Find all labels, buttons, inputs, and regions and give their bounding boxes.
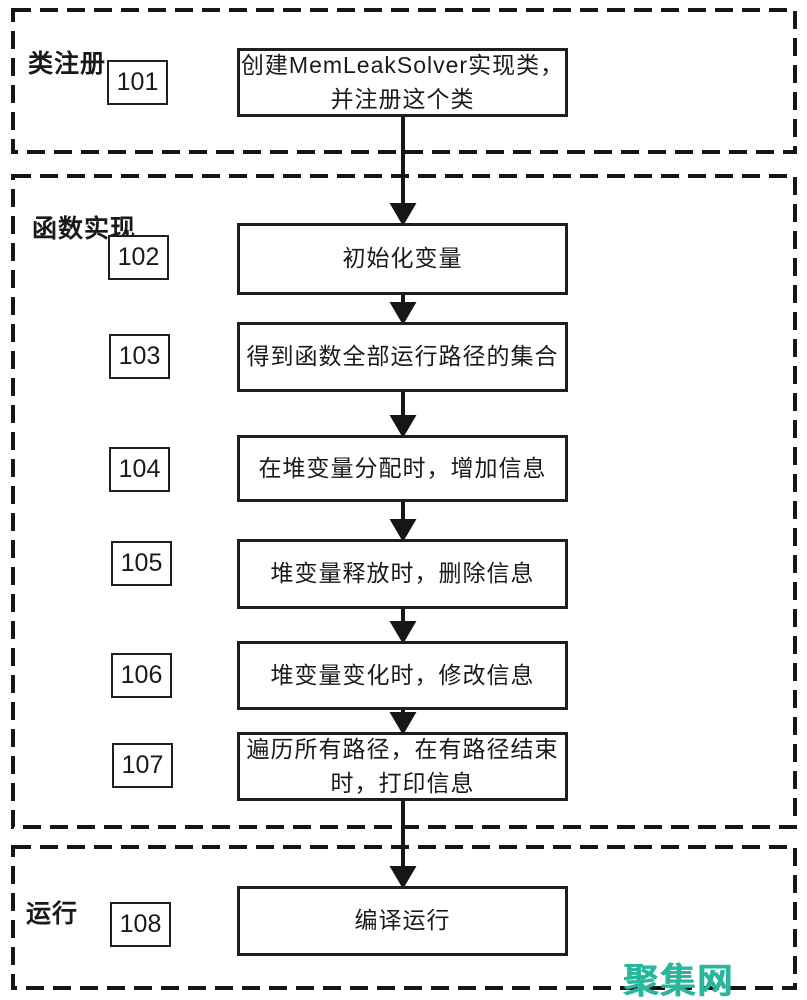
arrow-down-icon [389, 866, 417, 889]
step-number-101-label: 101 [116, 68, 159, 96]
step-number-102-label: 102 [117, 243, 160, 271]
step-number-108-label: 108 [119, 910, 162, 938]
step-box-101-line1: 创建MemLeakSolver实现类， [240, 52, 565, 79]
step-number-102: 102 [108, 235, 169, 280]
arrow-down-icon [389, 621, 417, 644]
step-box-106: 堆变量变化时，修改信息 [237, 641, 568, 710]
step-number-104: 104 [109, 447, 170, 492]
step-box-102: 初始化变量 [237, 223, 568, 295]
step-number-103-label: 103 [118, 342, 161, 370]
section-border-class-registration [11, 8, 797, 154]
step-box-104: 在堆变量分配时，增加信息 [237, 435, 568, 502]
step-box-106-line1: 堆变量变化时，修改信息 [270, 661, 535, 688]
arrow-down-icon [389, 712, 417, 735]
step-number-106-label: 106 [120, 661, 163, 689]
step-number-101: 101 [107, 60, 168, 105]
arrow-down-icon [389, 203, 417, 226]
step-box-104-line1: 在堆变量分配时，增加信息 [258, 454, 547, 481]
step-number-108: 108 [110, 902, 171, 947]
step-number-104-label: 104 [118, 455, 161, 483]
step-number-105: 105 [111, 541, 172, 586]
step-box-108-line1: 编译运行 [354, 907, 451, 934]
step-box-101: 创建MemLeakSolver实现类， 并注册这个类 [237, 48, 568, 117]
step-box-107-line1: 遍历所有路径，在有路径结束 [246, 736, 559, 763]
step-box-101-line2: 并注册这个类 [330, 85, 475, 112]
arrow-down-icon [389, 519, 417, 542]
step-box-103: 得到函数全部运行路径的集合 [237, 322, 568, 392]
arrow-down-icon [389, 302, 417, 325]
section-label-class-registration: 类注册 [28, 50, 107, 78]
step-box-102-line1: 初始化变量 [342, 245, 463, 272]
step-box-107-line2: 时，打印信息 [330, 769, 475, 796]
step-box-103-line1: 得到函数全部运行路径的集合 [246, 343, 559, 370]
step-number-106: 106 [111, 653, 172, 698]
step-box-107: 遍历所有路径，在有路径结束 时，打印信息 [237, 732, 568, 801]
step-box-108: 编译运行 [237, 886, 568, 956]
section-label-run: 运行 [26, 900, 79, 928]
arrow-down-icon [389, 415, 417, 438]
step-number-103: 103 [109, 334, 170, 379]
step-number-105-label: 105 [120, 549, 163, 577]
step-number-107: 107 [112, 743, 173, 788]
step-box-105: 堆变量释放时，删除信息 [237, 539, 568, 609]
watermark: 聚集网 [623, 962, 735, 1000]
step-box-105-line1: 堆变量释放时，删除信息 [270, 560, 535, 587]
step-number-107-label: 107 [121, 751, 164, 779]
